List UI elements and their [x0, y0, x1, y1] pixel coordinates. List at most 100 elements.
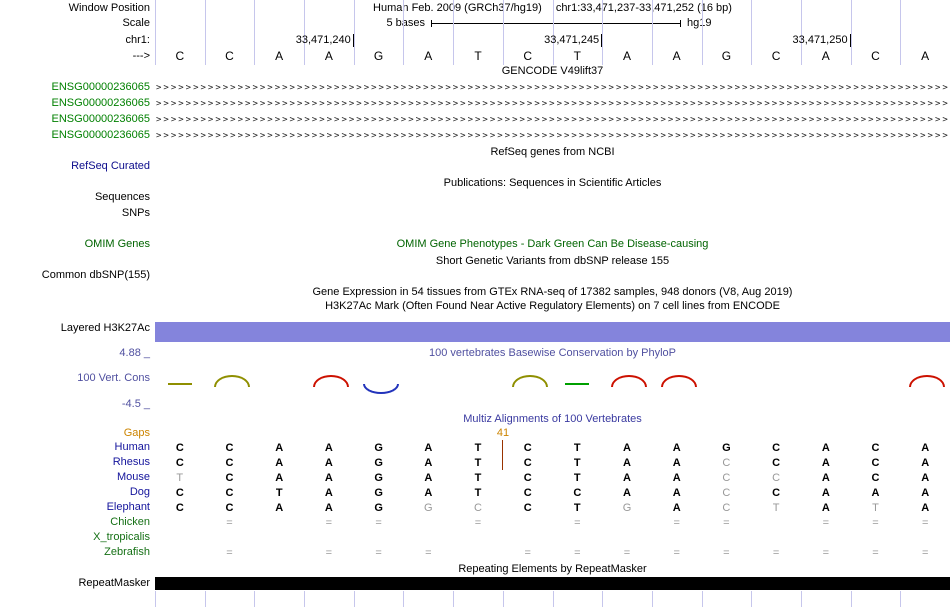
align-base: A [921, 502, 930, 514]
layered-h3k27ac-label[interactable]: Layered H3K27Ac [60, 322, 150, 334]
align-base: C [225, 502, 234, 514]
gene-id-label[interactable]: ENSG00000236065 [51, 81, 150, 93]
h3k27ac-bar[interactable] [155, 322, 950, 342]
align-base: = [325, 547, 333, 559]
align-base: C [523, 472, 532, 484]
multiz-title[interactable]: Multiz Alignments of 100 Vertebrates [463, 413, 642, 425]
species-label-dog[interactable]: Dog [129, 486, 150, 498]
ruler-base: A [622, 49, 631, 63]
base-guideline [702, 0, 703, 65]
snps-label[interactable]: SNPs [121, 207, 150, 219]
align-base: = [822, 517, 830, 529]
base-guideline [304, 0, 305, 65]
ruler-base: A [921, 49, 930, 63]
align-base: G [424, 502, 433, 514]
ruler-base: G [721, 49, 732, 63]
align-base: A [672, 502, 681, 514]
transcript-arrows[interactable]: >>>>>>>>>>>>>>>>>>>>>>>>>>>>>>>>>>>>>>>>… [156, 131, 948, 141]
align-base: A [623, 487, 631, 499]
scale-value: 5 bases [386, 17, 425, 29]
gene-id-label[interactable]: ENSG00000236065 [51, 113, 150, 125]
cons-track-label[interactable]: 100 Vert. Cons [77, 372, 150, 384]
align-base: T [573, 442, 581, 454]
h3k27ac-title[interactable]: H3K27Ac Mark (Often Found Near Active Re… [325, 300, 780, 312]
gene-id-label[interactable]: ENSG00000236065 [51, 97, 150, 109]
gencode-title[interactable]: GENCODE V49lift37 [501, 65, 604, 77]
align-base: G [374, 487, 383, 499]
align-base: = [921, 517, 929, 529]
species-label-elephant[interactable]: Elephant [106, 501, 150, 513]
align-base: T [573, 472, 581, 484]
conservation-dash [565, 383, 590, 385]
scale-bar [431, 20, 681, 27]
gtex-title[interactable]: Gene Expression in 54 tissues from GTEx … [312, 286, 793, 298]
base-guideline [801, 0, 802, 65]
ruler-base: A [324, 49, 333, 63]
species-label-chicken[interactable]: Chicken [110, 516, 150, 528]
align-base: T [176, 472, 184, 484]
refseq-curated-label[interactable]: RefSeq Curated [71, 160, 150, 172]
omim-genes-label[interactable]: OMIM Genes [84, 238, 150, 250]
base-guideline [652, 0, 653, 65]
base-guideline [751, 591, 752, 607]
transcript-arrows[interactable]: >>>>>>>>>>>>>>>>>>>>>>>>>>>>>>>>>>>>>>>>… [156, 99, 948, 109]
align-base: = [226, 547, 233, 559]
base-guideline [254, 591, 255, 607]
align-base: = [623, 547, 631, 559]
ruler-base: A [424, 49, 433, 63]
align-base: C [772, 487, 781, 499]
gaps-label[interactable]: Gaps [123, 427, 150, 439]
transcript-arrows[interactable]: >>>>>>>>>>>>>>>>>>>>>>>>>>>>>>>>>>>>>>>>… [156, 83, 948, 93]
align-base: T [474, 457, 482, 469]
dbsnp-title[interactable]: Short Genetic Variants from dbSNP releas… [435, 255, 670, 267]
refseq-title[interactable]: RefSeq genes from NCBI [490, 146, 615, 158]
align-base: A [821, 472, 830, 484]
base-guideline [403, 0, 404, 65]
species-label-rhesus[interactable]: Rhesus [112, 456, 150, 468]
align-base: C [523, 457, 532, 469]
transcript-arrows[interactable]: >>>>>>>>>>>>>>>>>>>>>>>>>>>>>>>>>>>>>>>>… [156, 115, 948, 125]
scale-row-label: Scale [122, 17, 150, 29]
conservation-peak [511, 375, 548, 387]
common-dbsnp-label[interactable]: Common dbSNP(155) [41, 269, 150, 281]
align-base: T [474, 472, 482, 484]
publications-title[interactable]: Publications: Sequences in Scientific Ar… [443, 177, 662, 189]
align-base: C [225, 442, 234, 454]
base-guideline [553, 591, 554, 607]
base-guideline [900, 591, 901, 607]
align-base: C [722, 457, 731, 469]
sequences-label[interactable]: Sequences [94, 191, 150, 203]
align-base: = [772, 547, 780, 559]
align-base: C [523, 502, 532, 514]
align-base: A [672, 457, 681, 469]
scale-genome-label: hg19 [687, 17, 712, 29]
omim-title[interactable]: OMIM Gene Phenotypes - Dark Green Can Be… [396, 238, 709, 250]
base-guideline [900, 0, 901, 65]
align-base: A [424, 442, 433, 454]
conservation-title[interactable]: 100 vertebrates Basewise Conservation by… [428, 347, 677, 359]
species-label-human[interactable]: Human [114, 441, 150, 453]
repeatmasker-bar[interactable] [155, 577, 950, 590]
align-base: C [474, 502, 482, 514]
gene-id-label[interactable]: ENSG00000236065 [51, 129, 150, 141]
align-base: T [872, 502, 879, 514]
species-label-x_tropicalis[interactable]: X_tropicalis [93, 531, 150, 543]
align-base: = [325, 517, 333, 529]
strand-arrow-label: ---> [132, 50, 150, 62]
align-base: C [722, 487, 731, 499]
base-guideline [702, 591, 703, 607]
align-base: A [324, 487, 333, 499]
base-guideline [403, 591, 404, 607]
align-base: A [623, 457, 631, 469]
species-label-zebrafish[interactable]: Zebrafish [104, 546, 150, 558]
align-base: A [424, 472, 433, 484]
ruler-base: T [474, 49, 482, 63]
align-base: A [324, 457, 333, 469]
align-base: A [821, 457, 830, 469]
align-base: C [175, 487, 184, 499]
align-base: T [573, 502, 581, 514]
species-label-mouse[interactable]: Mouse [116, 471, 150, 483]
ruler-coordinate: 33,471,240 [241, 34, 354, 47]
repeatmasker-title[interactable]: Repeating Elements by RepeatMasker [458, 563, 647, 575]
repeatmasker-label[interactable]: RepeatMasker [78, 577, 150, 589]
